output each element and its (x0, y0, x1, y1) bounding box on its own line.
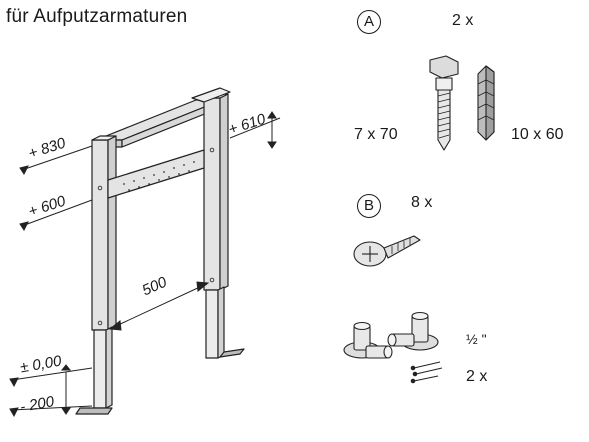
part-b-marker: B (357, 194, 381, 218)
part-b-quantity: 8 x (411, 194, 433, 211)
part-a-quantity: 2 x (452, 12, 474, 29)
right-foot (219, 348, 245, 358)
part-a-screw-size: 7 x 70 (354, 126, 398, 143)
fitting-quantity: 2 x (466, 368, 488, 385)
part-a-dowel-size: 10 x 60 (511, 126, 564, 143)
fitting-size-label: ½ " (466, 331, 487, 347)
left-foot (75, 407, 113, 415)
part-a-marker: A (357, 10, 381, 34)
drywall-screw-shank (383, 235, 421, 259)
mounting-rail (107, 149, 205, 199)
page-title: für Aufputzarmaturen (6, 6, 188, 27)
hex-bolt-head (429, 55, 459, 79)
